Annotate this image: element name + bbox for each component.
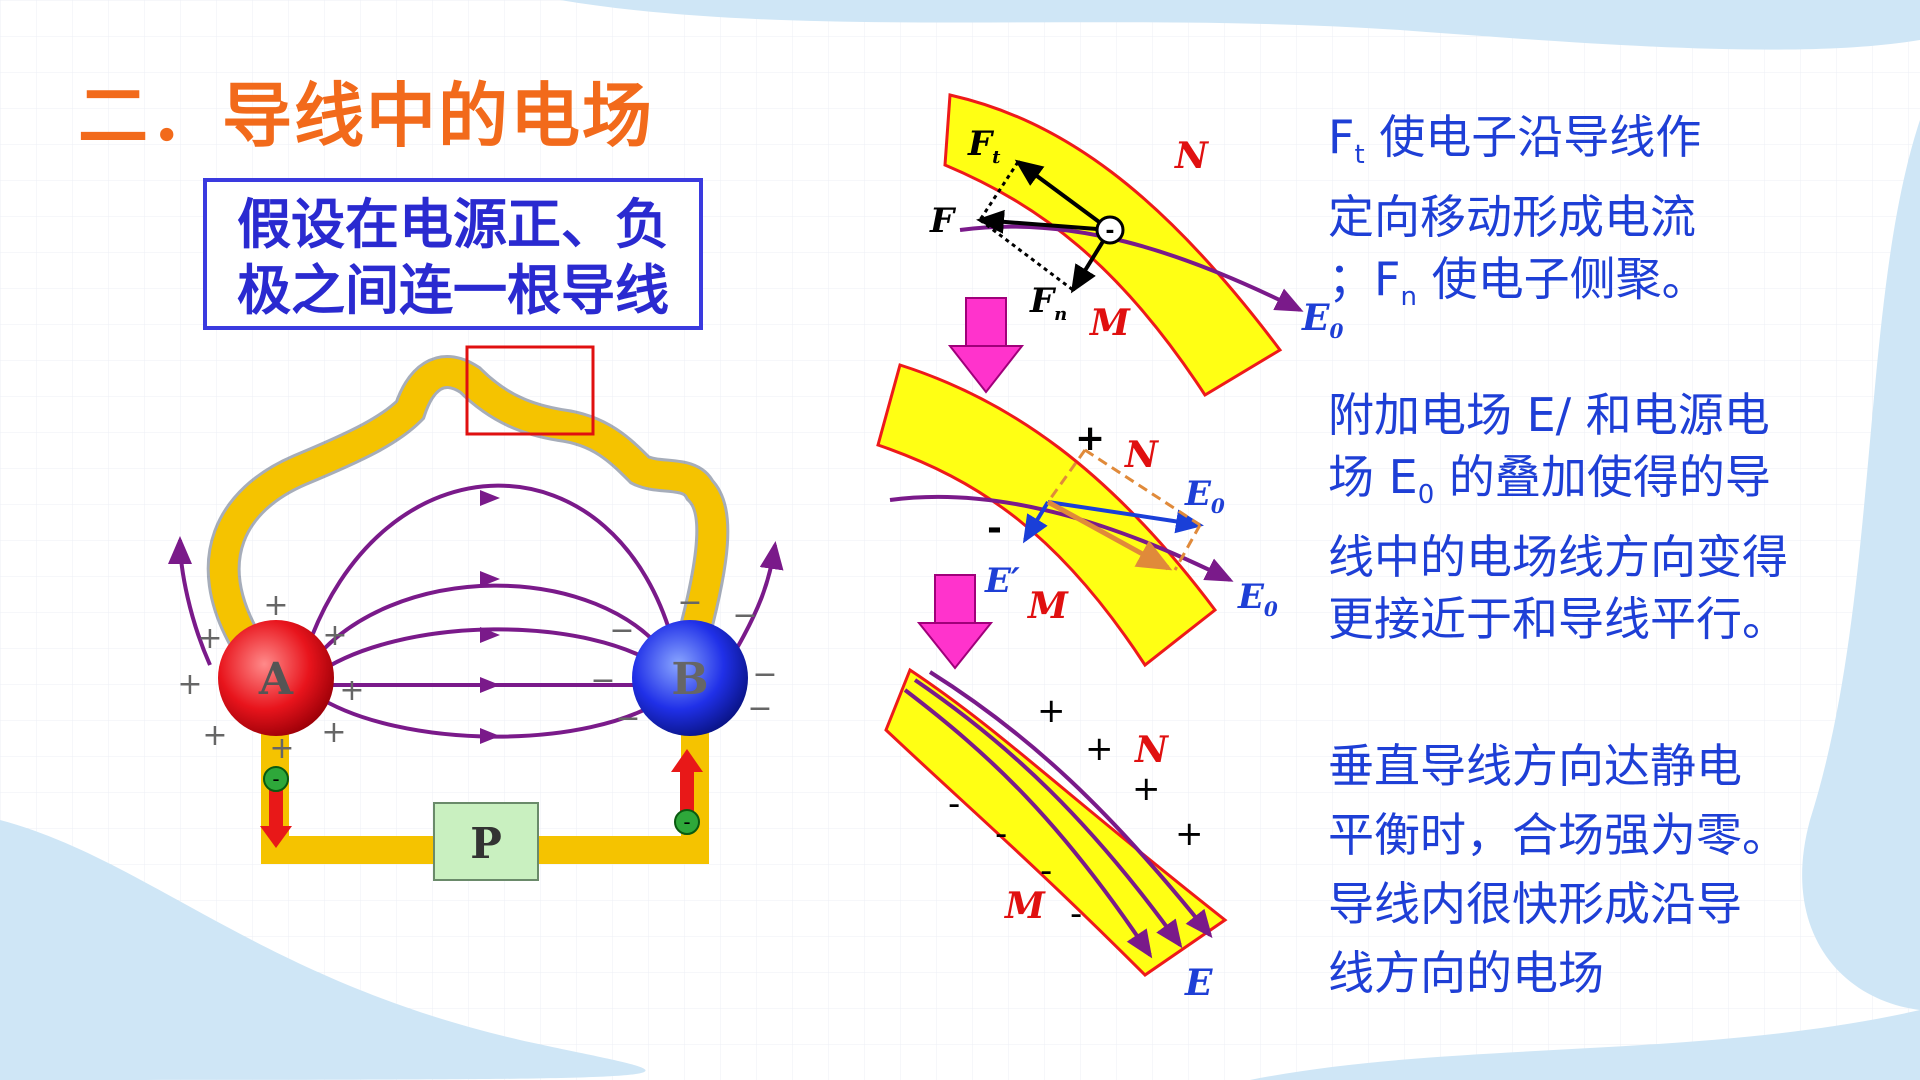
pole-a-charges: +++ +++ ++: [177, 588, 364, 766]
panel2-line-4: 更接近于和导线平行。: [1328, 592, 1788, 647]
field-line-arrows: [480, 490, 500, 744]
panel2-minus: -: [987, 508, 1002, 549]
label-fn: Fn: [1029, 281, 1067, 325]
svg-text:−: −: [615, 701, 640, 736]
panel2-plus: +: [1075, 418, 1105, 459]
svg-text:+: +: [322, 618, 347, 653]
label-n-2: N: [1124, 434, 1160, 476]
pole-b: [632, 620, 748, 736]
label-e0: E0: [1301, 297, 1343, 343]
panel3-line-4: 线方向的电场: [1328, 946, 1604, 1000]
label-m-3: M: [1003, 885, 1046, 927]
wire-segment-panel-1: - Ft F Fn N M E0: [929, 93, 1343, 398]
svg-text:+: +: [177, 667, 202, 702]
svg-text:−: −: [609, 613, 634, 648]
panel2-line-3: 线中的电场线方向变得: [1328, 530, 1788, 585]
electron-icon: [1095, 215, 1125, 245]
svg-text:−: −: [677, 585, 702, 620]
panel3-minus-charges: - - - -: [948, 784, 1082, 934]
svg-text:−: −: [752, 657, 777, 692]
label-f: F: [929, 201, 957, 241]
wire-segment-panel-2: + - N M E0 E′ E0: [876, 363, 1278, 668]
label-n-3: N: [1134, 729, 1170, 771]
pole-a-label: A: [258, 654, 294, 705]
svg-text:-: -: [948, 784, 960, 824]
svg-text:−: −: [747, 691, 772, 726]
panel3-line-3: 导线内很快形成沿导: [1328, 877, 1742, 931]
source-label: P: [470, 819, 502, 868]
slide-title: 二．导线中的电场: [78, 75, 654, 157]
premise-line-2: 极之间连一根导线: [237, 259, 669, 322]
highlight-box: [465, 345, 595, 436]
premise-line-1: 假设在电源正、负: [237, 193, 669, 256]
down-arrow-2: [916, 574, 994, 670]
down-arrow-1: [947, 297, 1025, 394]
panel2-line-2: 场 E0 的叠加使得的导: [1328, 450, 1771, 511]
svg-text:+: +: [197, 621, 222, 656]
panel3-line-1: 垂直导线方向达静电: [1328, 739, 1742, 793]
panel1-line-2: 定向移动形成电流: [1328, 190, 1696, 245]
sky-decoration-right: [1802, 120, 1920, 1010]
electron-arrow-left: -: [260, 766, 292, 848]
svg-text:+: +: [263, 588, 288, 623]
svg-text:-: -: [272, 767, 279, 791]
sky-decoration-top: [560, 0, 1920, 50]
svg-text:−: −: [590, 663, 615, 698]
svg-text:+: +: [1037, 691, 1066, 731]
panel1-line-3: ；Fn 使电子侧聚。: [1328, 252, 1708, 313]
premise-box: 假设在电源正、负 极之间连一根导线: [203, 178, 703, 330]
svg-text:+: +: [321, 715, 346, 750]
label-ft: Ft: [967, 124, 1001, 168]
svg-text:+: +: [1085, 729, 1114, 769]
label-eprime: E′: [984, 561, 1020, 601]
pole-a: [218, 620, 334, 736]
panel1-description: Ft 使电子沿导线作 定向移动形成电流 ；Fn 使电子侧聚。: [1328, 106, 1708, 328]
label-e0-2a: E0: [1184, 474, 1225, 518]
panel3-line-2: 平衡时，合场强为零。: [1328, 808, 1788, 862]
sky-decoration-bottom-right: [1250, 1010, 1920, 1080]
svg-text:-: -: [1105, 219, 1114, 244]
panel3-description: 垂直导线方向达静电 平衡时，合场强为零。 导线内很快形成沿导 线方向的电场: [1328, 732, 1788, 1008]
svg-text:-: -: [1040, 851, 1052, 891]
wire-segment-panel-3: + + + + - - - - N M E: [884, 667, 1228, 1004]
svg-text:+: +: [1175, 814, 1204, 854]
svg-text:-: -: [1070, 894, 1082, 934]
electron-arrow-right: -: [671, 749, 703, 835]
source-box: [433, 802, 539, 881]
label-e0-2b: E0: [1237, 577, 1278, 621]
pole-b-charges: −−− −−− −: [590, 585, 777, 736]
svg-text:+: +: [202, 718, 227, 753]
circuit-diagram: P A B +++ +++ ++: [168, 345, 784, 881]
label-m-2: M: [1026, 585, 1069, 627]
svg-text:+: +: [339, 673, 364, 708]
svg-text:−: −: [732, 598, 757, 633]
label-e-3: E: [1184, 962, 1213, 1004]
label-n: N: [1174, 135, 1210, 177]
panel2-description: 附加电场 E/ 和电源电 场 E0 的叠加使得的导 线中的电场线方向变得 更接近…: [1328, 384, 1788, 650]
svg-text:-: -: [683, 810, 690, 834]
svg-text:+: +: [1132, 769, 1161, 809]
pole-b-label: B: [671, 654, 708, 705]
panel3-plus-charges: + + + +: [1037, 691, 1204, 854]
wire-loop-fill: [209, 358, 727, 664]
svg-text:+: +: [269, 731, 294, 766]
label-m: M: [1088, 302, 1131, 344]
sky-decoration-bottom: [0, 820, 646, 1080]
panel2-line-1: 附加电场 E/ 和电源电: [1328, 388, 1770, 442]
svg-text:-: -: [995, 814, 1007, 854]
panel1-line-1: Ft 使电子沿导线作: [1328, 110, 1702, 171]
